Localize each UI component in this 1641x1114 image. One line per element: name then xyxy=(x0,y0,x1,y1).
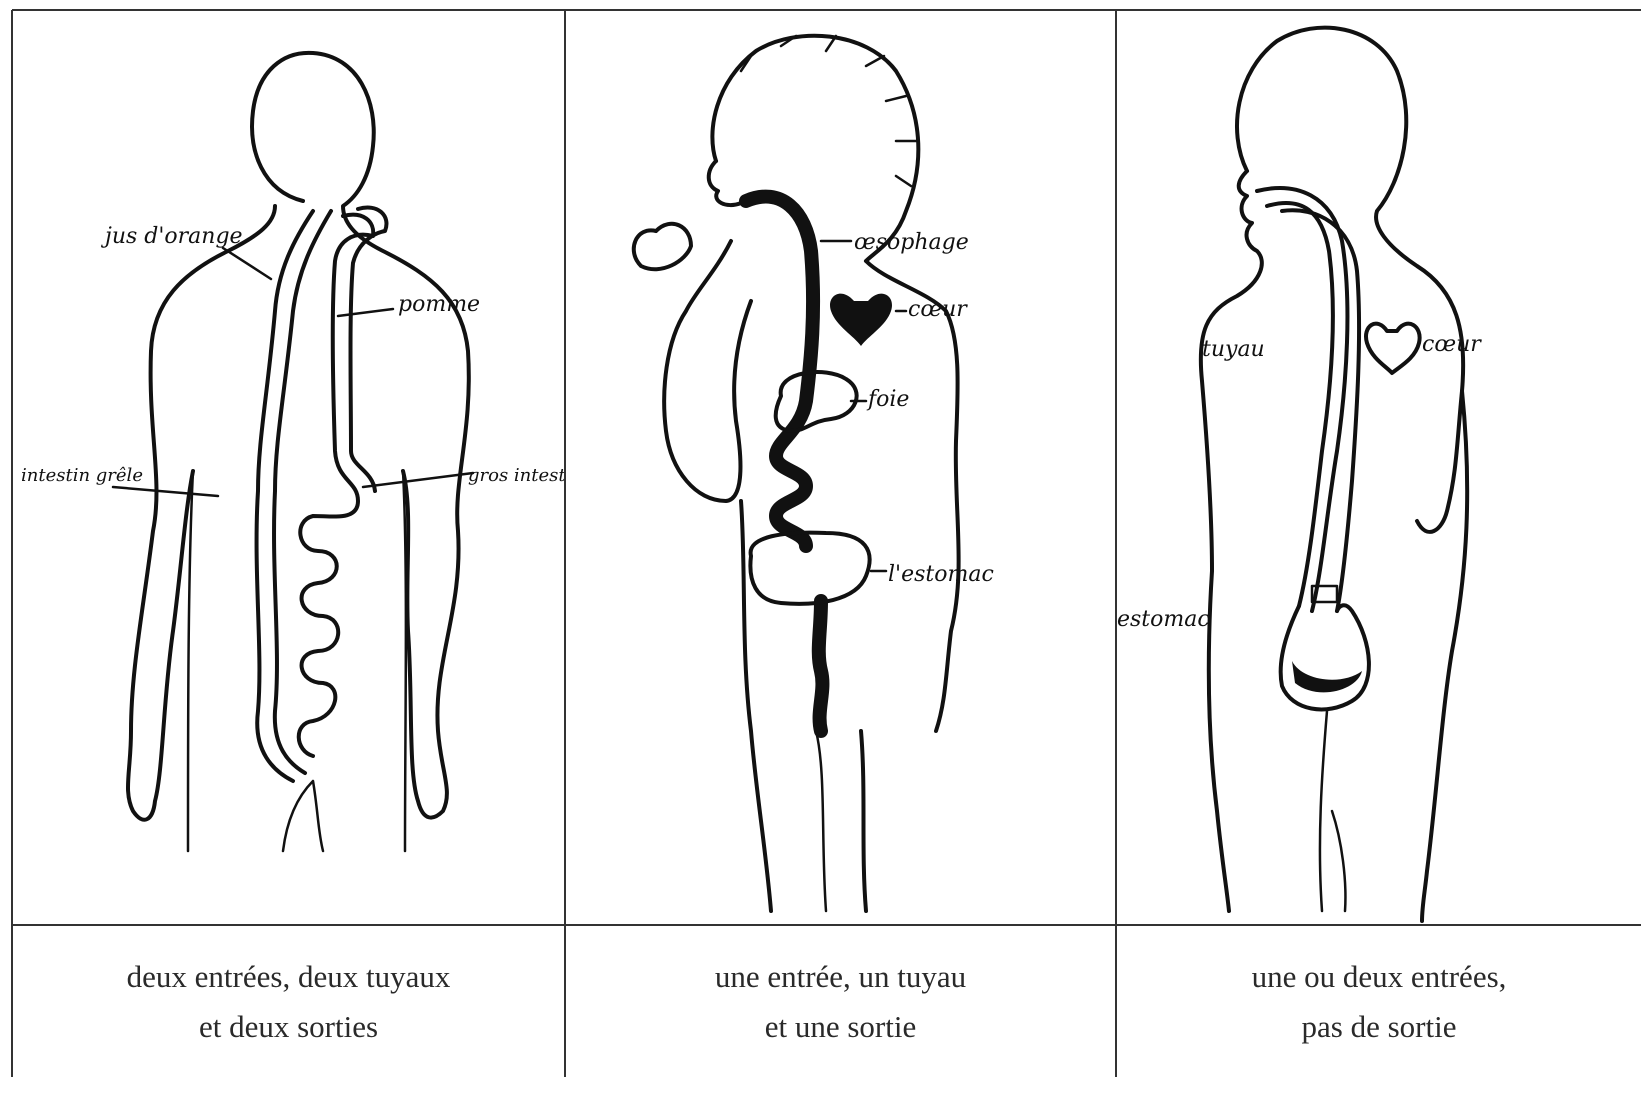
label-stomach: l'estomac xyxy=(888,562,994,587)
label-large-intestine: gros intestin xyxy=(468,465,564,486)
label-stomach: estomac xyxy=(1117,607,1210,632)
liver-shape xyxy=(776,372,857,431)
label-heart: cœur xyxy=(1422,332,1482,357)
caption-panel-3: une ou deux entrées, pas de sortie xyxy=(1117,952,1641,1114)
panel-3-drawing: tuyau cœur estomac xyxy=(1117,11,1641,926)
digestive-tube-single xyxy=(746,197,822,731)
organs xyxy=(1366,324,1420,373)
caption-panel-2: une entrée, un tuyau et une sortie xyxy=(566,952,1115,1114)
label-arrows xyxy=(113,248,473,496)
label-apple: pomme xyxy=(398,292,480,317)
caption-panel-1: deux entrées, deux tuyaux et deux sortie… xyxy=(13,952,564,1114)
label-oesophagus: œsophage xyxy=(854,230,969,255)
caption-1-line-2: et deux sorties xyxy=(13,1002,564,1052)
caption-2-line-1: une entrée, un tuyau xyxy=(566,952,1115,1002)
heart-icon xyxy=(830,294,892,346)
label-liver: foie xyxy=(866,387,909,412)
label-juice: jus d'orange xyxy=(100,224,243,249)
caption-3-line-1: une ou deux entrées, xyxy=(1117,952,1641,1002)
caption-2-line-2: et une sortie xyxy=(566,1002,1115,1052)
label-heart: cœur xyxy=(908,297,968,322)
digestive-tubes xyxy=(257,208,387,781)
panel-1-drawing: jus d'orange pomme intestin grêle gros i… xyxy=(13,11,564,926)
label-pipe: tuyau xyxy=(1202,337,1265,362)
caption-3-line-2: pas de sortie xyxy=(1117,1002,1641,1052)
heart-icon xyxy=(1366,324,1420,373)
panel-2-drawing: œsophage cœur foie l'estomac xyxy=(566,11,1115,926)
caption-1-line-1: deux entrées, deux tuyaux xyxy=(13,952,564,1002)
label-small-intestine: intestin grêle xyxy=(21,465,143,486)
figure-sheet: jus d'orange pomme intestin grêle gros i… xyxy=(0,0,1641,1077)
digestive-tube-blind xyxy=(1257,188,1369,709)
